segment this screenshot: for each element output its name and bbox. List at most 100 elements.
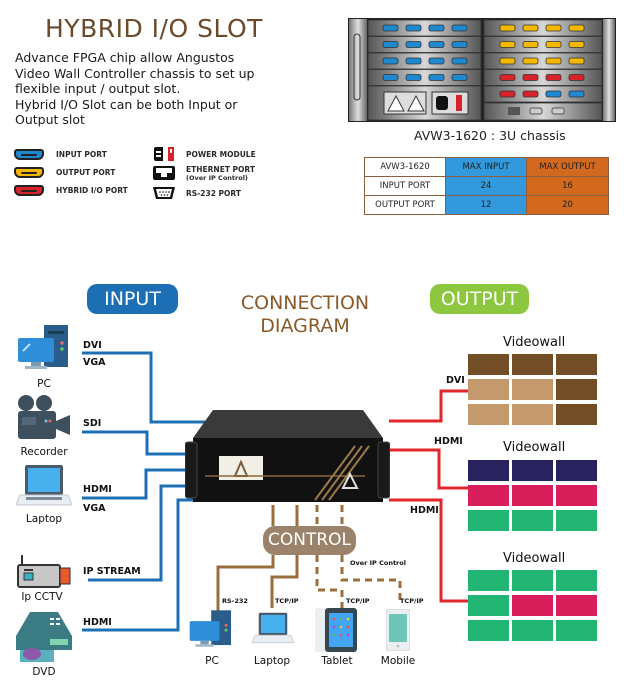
rs232-port-icon	[152, 185, 176, 201]
chassis-port	[451, 74, 468, 81]
spec-cell: INPUT PORT	[364, 176, 446, 196]
legend-label: ETHERNET PORT	[186, 165, 255, 174]
recorder-icon	[18, 395, 70, 439]
chassis-port	[545, 90, 562, 98]
chassis-port	[568, 24, 585, 32]
legend-label: HYBRID I/O PORT	[56, 186, 128, 195]
videowall-screen	[556, 620, 597, 641]
chassis-port	[499, 41, 516, 48]
chassis-port	[382, 57, 399, 65]
device-label-recorder: Recorder	[20, 446, 68, 458]
chassis-port	[428, 24, 445, 32]
description-line: Video Wall Controller chassis to set up	[15, 65, 255, 81]
description-line: flexible input / output slot.	[15, 81, 181, 96]
chassis-port	[545, 74, 562, 81]
description: Advance FPGA chip allow Angustos Video W…	[15, 50, 335, 128]
chassis-port	[428, 74, 445, 81]
device-label-dvd: DVD	[32, 666, 56, 678]
videowall-screen	[512, 460, 553, 481]
chassis-port	[405, 57, 422, 65]
chassis-port	[522, 74, 539, 81]
input-port-icon	[14, 149, 44, 160]
videowall-screen	[512, 404, 553, 425]
chassis-port	[499, 24, 516, 32]
signal-label: HDMI	[83, 484, 112, 495]
videowall-label: Videowall	[503, 551, 566, 566]
laptop-icon	[16, 465, 72, 506]
signal-label: HDMI	[410, 505, 439, 516]
output-badge: OUTPUT	[430, 284, 529, 314]
spec-header-cell: MAX INPUT	[445, 157, 527, 177]
description-line: Output slot	[15, 112, 85, 127]
chassis-port	[382, 41, 399, 48]
videowall-screen	[468, 404, 509, 425]
chassis-port	[499, 74, 516, 81]
power-module-icon	[152, 146, 176, 162]
videowall-screen	[512, 510, 553, 531]
protocol-label: TCP/IP	[400, 597, 424, 605]
output-line-dvi	[389, 389, 468, 423]
signal-label: HDMI	[434, 436, 463, 447]
chassis-port	[568, 41, 585, 48]
legend-label: RS-232 PORT	[186, 188, 241, 198]
chassis-port	[499, 90, 516, 98]
description-line: Advance FPGA chip allow Angustos	[15, 50, 235, 65]
chassis-port	[522, 41, 539, 48]
spec-table-row: OUTPUT PORT 12 20	[364, 195, 609, 215]
chassis-port	[499, 57, 516, 65]
videowall-screen	[556, 354, 597, 375]
control-laptop-icon	[252, 612, 294, 644]
videowall-screen	[556, 460, 597, 481]
videowall-screen	[512, 354, 553, 375]
videowall-screen	[468, 460, 509, 481]
chassis-port	[545, 57, 562, 65]
signal-label: IP STREAM	[83, 566, 141, 577]
input-line-laptop	[82, 468, 195, 500]
legend-input-port: INPUT PORT	[14, 149, 107, 160]
videowall-2	[468, 460, 597, 531]
videowall-label: Videowall	[503, 335, 566, 350]
spec-table-header: AVW3-1620 MAX INPUT MAX OUTPUT	[364, 157, 609, 177]
videowall-label: Videowall	[503, 440, 566, 455]
control-device-label: Mobile	[380, 655, 416, 667]
chassis-caption: AVW3-1620 : 3U chassis	[414, 128, 566, 143]
spec-cell: 16	[526, 176, 609, 196]
chassis-port	[568, 57, 585, 65]
videowall-screen	[468, 510, 509, 531]
legend-rs232-port: RS-232 PORT	[152, 185, 241, 201]
legend-hybrid-port: HYBRID I/O PORT	[14, 185, 128, 196]
videowall-screen	[468, 379, 509, 400]
signal-label: DVI	[83, 340, 102, 351]
signal-label: HDMI	[83, 617, 112, 628]
videowall-screen	[468, 620, 509, 641]
protocol-label: RS-232	[222, 597, 248, 605]
ethernet-port-icon	[152, 165, 176, 181]
input-line-pc	[82, 351, 210, 424]
chassis-port	[522, 24, 539, 32]
chassis-port	[405, 74, 422, 81]
chassis-port	[405, 41, 422, 48]
legend-label: OUTPUT PORT	[56, 168, 116, 177]
hybrid-port-icon	[14, 185, 44, 196]
dvd-icon	[16, 612, 72, 662]
videowall-screen	[468, 570, 509, 591]
diagram-title: CONNECTION DIAGRAM	[220, 292, 390, 338]
chassis-port	[568, 90, 585, 98]
signal-label: VGA	[83, 357, 106, 368]
control-device-label: Laptop	[253, 655, 291, 667]
chassis-port	[522, 57, 539, 65]
control-device-label: PC	[205, 655, 219, 667]
diagram-title-line: CONNECTION	[240, 292, 370, 314]
videowall-screen	[556, 379, 597, 400]
chassis-port	[428, 57, 445, 65]
chassis-port	[451, 24, 468, 32]
over-ip-note: Over IP Control	[350, 559, 406, 567]
signal-label: DVI	[446, 375, 465, 386]
signal-label: SDI	[83, 418, 102, 429]
chassis-port	[382, 74, 399, 81]
legend-power-module: POWER MODULE	[152, 146, 256, 162]
videowall-screen	[512, 595, 553, 616]
chassis-port	[545, 24, 562, 32]
videowall-screen	[512, 570, 553, 591]
page-title: HYBRID I/O SLOT	[45, 14, 263, 43]
